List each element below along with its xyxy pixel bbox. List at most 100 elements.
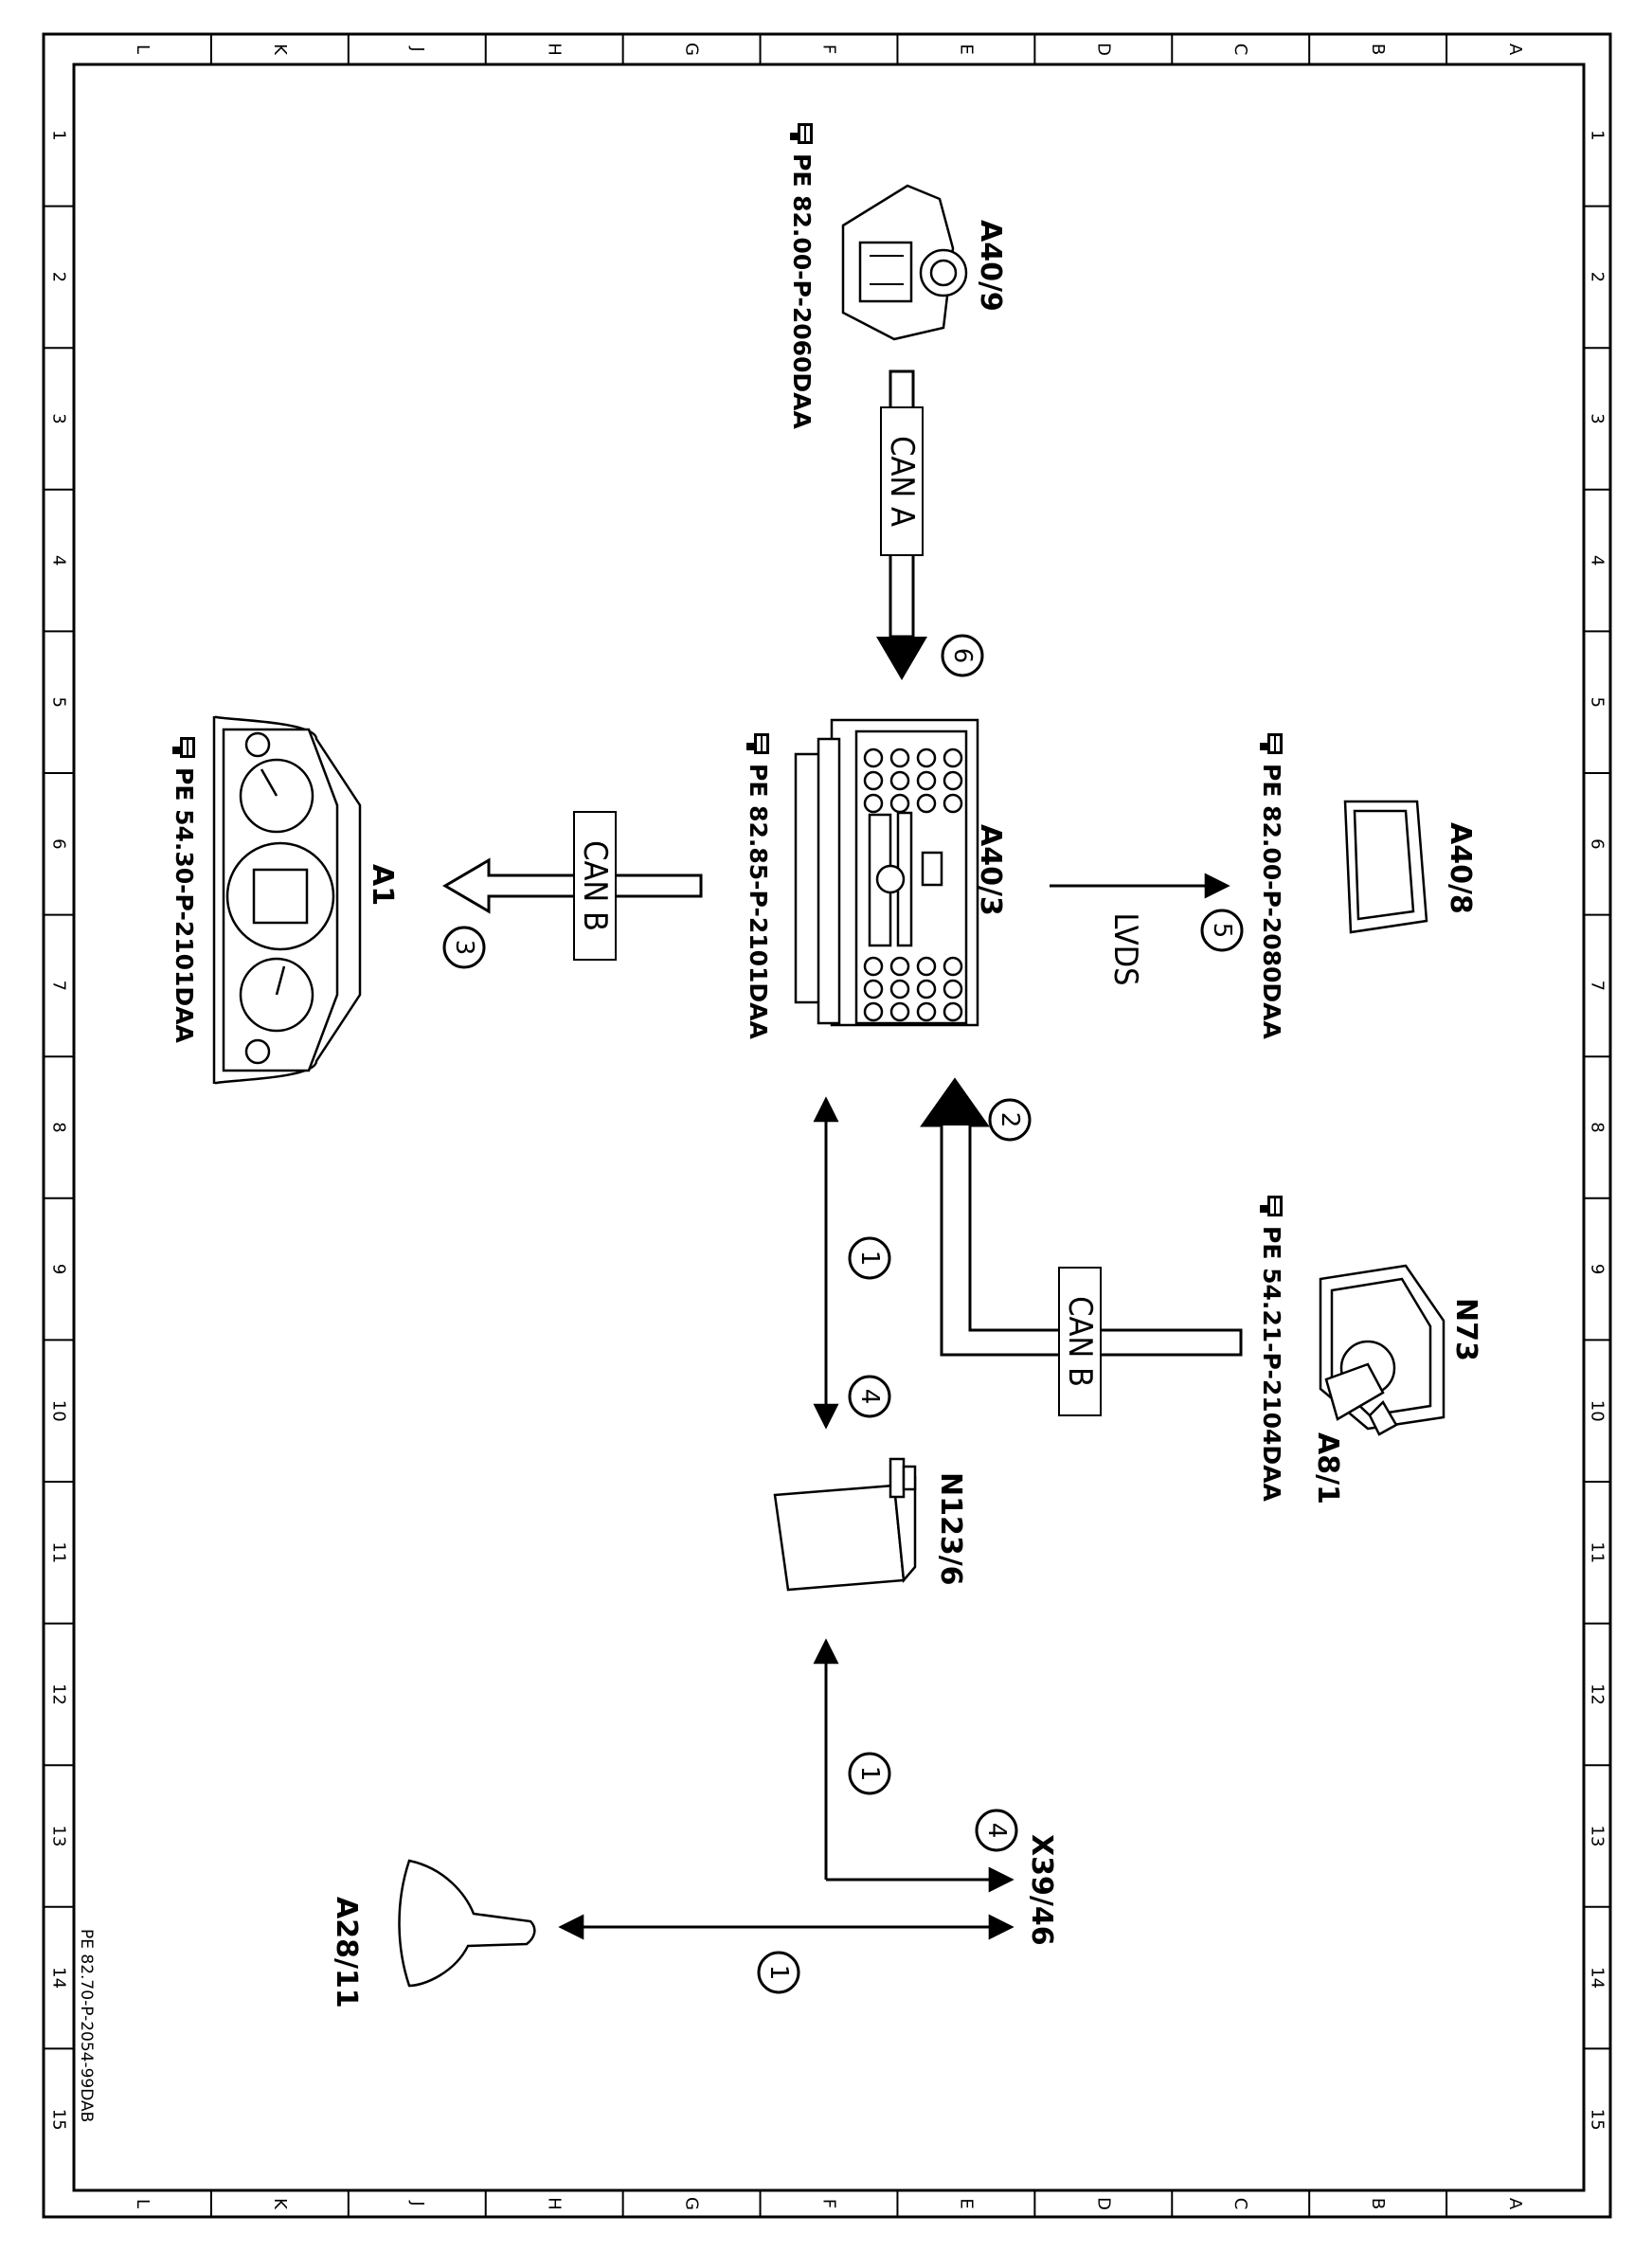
button-knob: [889, 979, 910, 999]
button-knob: [916, 747, 937, 768]
grid-number-right: 12: [1588, 1684, 1607, 1705]
grid-number-left: 12: [49, 1684, 69, 1705]
svg-text:2: 2: [996, 1112, 1024, 1128]
pointing-hand-icon: [790, 123, 813, 144]
svg-text:CAN B: CAN B: [576, 840, 614, 931]
can-b-a1-label: CAN B: [573, 811, 617, 961]
x39-46-label: X39/46: [1025, 1834, 1058, 1946]
grid-number-right: 7: [1588, 981, 1607, 991]
grid-number-left: 14: [49, 1967, 69, 1989]
grid-letter-top: A: [1505, 44, 1525, 56]
grid-letter-top: K: [270, 44, 290, 56]
svg-text:4: 4: [855, 1389, 884, 1405]
grid-number-right: 6: [1588, 838, 1607, 849]
a8-1-label: A8/1: [1311, 1432, 1344, 1504]
grid-letter-top: L: [133, 45, 153, 54]
button-knob: [863, 1001, 884, 1022]
button-knob: [916, 1001, 937, 1022]
grid-letter-top: B: [1368, 44, 1388, 55]
grid-number-right: 8: [1588, 1122, 1607, 1132]
button-knob: [889, 956, 910, 977]
pointing-hand-icon: [1260, 1196, 1283, 1216]
grid-number-right: 3: [1588, 413, 1607, 423]
button-knob: [943, 793, 963, 814]
a1-component: A1 PE 54.30-P-2101DAA: [171, 714, 399, 1086]
grid-letter-bottom: B: [1368, 2198, 1388, 2209]
svg-text:CAN B: CAN B: [1061, 1296, 1099, 1387]
svg-text:1: 1: [764, 1965, 793, 1981]
can-a-label: CAN A: [880, 406, 924, 556]
n73-component: N73 A8/1 PE 54.21-P-2104DAA: [1258, 1196, 1482, 1504]
bus-lines-x39: [558, 1096, 1015, 1940]
grid-number-left: 1: [49, 130, 69, 140]
button-knob: [916, 979, 937, 999]
button-knob: [863, 793, 884, 814]
grid-number-right: 2: [1588, 272, 1607, 282]
svg-text:1: 1: [855, 1251, 884, 1267]
grid-letter-top: D: [1093, 43, 1113, 56]
grid-number-right: 15: [1588, 2109, 1607, 2131]
grid-number-left: 5: [49, 696, 69, 707]
svg-text:4: 4: [982, 1823, 1011, 1839]
a40-8-component: A40/8 PE 82.00-P-2080DAA: [1258, 733, 1477, 1039]
marker-1-mid: 1: [848, 1752, 891, 1795]
marker-4-upper: 4: [848, 1375, 891, 1418]
n123-6-label: N123/6: [934, 1472, 967, 1586]
button-knob: [943, 747, 963, 768]
button-knob: [863, 747, 884, 768]
marker-5: 5: [1200, 909, 1244, 952]
n123-6-icon: [773, 1457, 917, 1592]
a40-9-component: A40/9 PE 82.00-P-2060DAA: [788, 123, 1007, 429]
grid-number-left: 6: [49, 838, 69, 849]
grid-letter-top: J: [407, 45, 427, 51]
grid-number-left: 4: [49, 555, 69, 566]
marker-4-lower: 4: [975, 1809, 1018, 1852]
grid-number-right: 4: [1588, 555, 1607, 566]
n123-6-component: N123/6: [773, 1457, 967, 1592]
button-knob: [889, 747, 910, 768]
n73-ref: PE 54.21-P-2104DAA: [1258, 1226, 1285, 1502]
grid-number-right: 13: [1588, 1826, 1607, 1847]
grid-number-left: 3: [49, 413, 69, 423]
grid-number-left: 8: [49, 1122, 69, 1132]
grid-letter-top: H: [545, 43, 565, 56]
a28-11-component: A28/11: [330, 1859, 536, 2008]
svg-text:1: 1: [855, 1766, 884, 1782]
a1-ref: PE 54.30-P-2101DAA: [171, 767, 198, 1043]
grid-letter-bottom: L: [133, 2199, 153, 2208]
a28-11-icon: [398, 1859, 536, 1988]
marker-2: 2: [988, 1098, 1032, 1142]
svg-text:5: 5: [1208, 923, 1236, 939]
grid-number-left: 7: [49, 981, 69, 991]
grid-number-left: 13: [49, 1826, 69, 1847]
grid-number-left: 9: [49, 1264, 69, 1274]
grid-letter-top: G: [682, 43, 702, 56]
a40-8-ref: PE 82.00-P-2080DAA: [1258, 764, 1285, 1039]
button-knob: [863, 979, 884, 999]
grid-letter-bottom: G: [682, 2197, 702, 2210]
grid-letter-bottom: J: [407, 2200, 427, 2206]
button-knob: [916, 770, 937, 791]
grid-letter-bottom: D: [1093, 2197, 1113, 2210]
marker-1-bottom: 1: [757, 1951, 800, 1994]
lvds-label: LVDS: [1106, 912, 1144, 985]
svg-text:3: 3: [450, 940, 478, 956]
grid-letter-bottom: E: [956, 2198, 976, 2208]
a40-8-label: A40/8: [1444, 822, 1477, 914]
a40-9-ref: PE 82.00-P-2060DAA: [788, 153, 816, 429]
a40-3-icon: [794, 718, 979, 1027]
a1-icon: [212, 714, 362, 1086]
button-knob: [863, 770, 884, 791]
grid-letter-bottom: K: [270, 2198, 290, 2210]
pointing-hand-icon: [1260, 733, 1283, 754]
grid-letter-top: E: [956, 44, 976, 54]
drawing-frame: [42, 32, 1612, 2219]
grid-letter-top: F: [819, 45, 839, 54]
a40-9-label: A40/9: [974, 220, 1007, 312]
a1-label: A1: [366, 864, 399, 906]
n73-label: N73: [1449, 1298, 1482, 1361]
n73-icon: [1319, 1264, 1446, 1436]
